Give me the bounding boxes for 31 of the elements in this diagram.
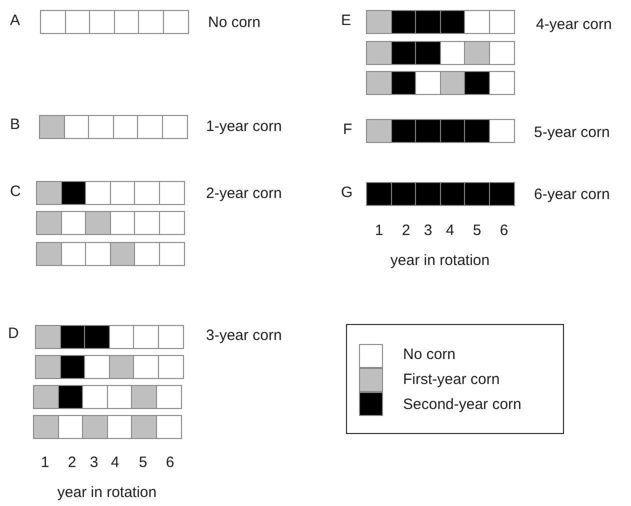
axis-tick-label: 4 bbox=[446, 222, 454, 240]
panel-letter: C bbox=[10, 183, 21, 201]
axis-tick-label: 1 bbox=[40, 454, 50, 472]
axis-tick-label: 2 bbox=[402, 222, 410, 240]
axis-tick-label: 2 bbox=[68, 454, 76, 472]
axis-tick-label: 3 bbox=[90, 454, 98, 472]
panel-letter: A bbox=[10, 12, 20, 30]
row-caption: 2-year corn bbox=[206, 185, 282, 203]
panel-letter: E bbox=[341, 12, 352, 30]
legend-label: First-year corn bbox=[403, 371, 500, 389]
row-caption: 6-year corn bbox=[534, 186, 610, 204]
row-caption: 3-year corn bbox=[206, 327, 282, 345]
axis-title: year in rotation bbox=[390, 252, 490, 270]
axis-tick-label: 4 bbox=[110, 454, 120, 472]
panel-letter: G bbox=[341, 184, 353, 202]
row-caption: No corn bbox=[208, 14, 261, 32]
axis-title: year in rotation bbox=[57, 484, 157, 502]
panel-letter: D bbox=[8, 325, 19, 343]
axis-tick-label: 5 bbox=[138, 454, 148, 472]
axis-tick-label: 1 bbox=[374, 222, 384, 240]
axis-tick-label: 6 bbox=[500, 222, 508, 240]
legend-label: No corn bbox=[403, 346, 456, 364]
axis-tick-label: 6 bbox=[166, 454, 174, 472]
row-caption: 1-year corn bbox=[206, 118, 282, 136]
panel-letter: B bbox=[10, 116, 20, 134]
row-caption: 5-year corn bbox=[534, 124, 610, 142]
legend-label: Second-year corn bbox=[403, 396, 522, 414]
panel-letter: F bbox=[343, 121, 352, 139]
axis-tick-label: 3 bbox=[424, 222, 432, 240]
row-caption: 4-year corn bbox=[536, 16, 612, 34]
axis-tick-label: 5 bbox=[472, 222, 482, 240]
